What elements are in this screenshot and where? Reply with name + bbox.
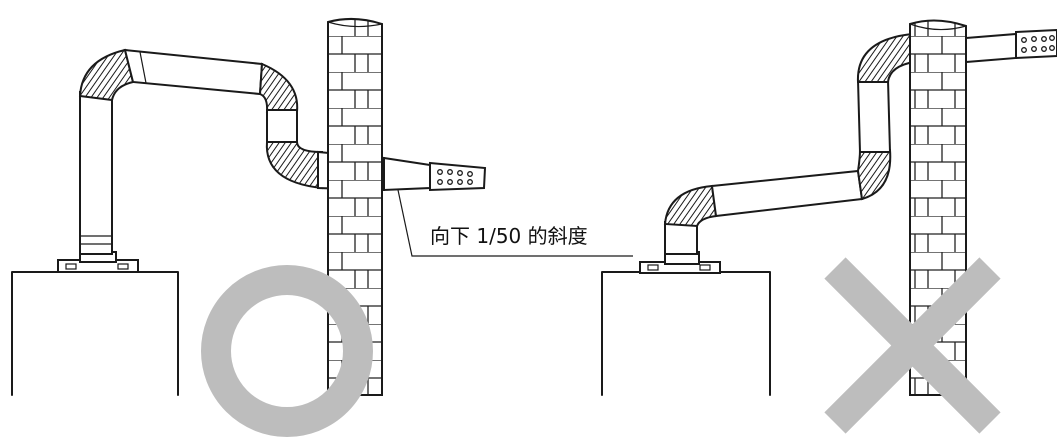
left-horizontal-flue-pipe bbox=[123, 48, 264, 96]
left-down-pipe bbox=[266, 109, 298, 145]
right-flue-terminal bbox=[965, 28, 1057, 64]
left-lower-elbow bbox=[265, 141, 323, 190]
left-flue-terminal bbox=[383, 156, 487, 192]
left-water-heater bbox=[11, 251, 179, 396]
right-water-heater bbox=[601, 251, 771, 396]
slope-label: 向下 1/50 的斜度 bbox=[430, 224, 588, 248]
right-mid-elbow bbox=[856, 149, 892, 201]
cross-mark bbox=[824, 257, 1001, 434]
slope-annotation: 向下 1/50 的斜度 bbox=[397, 189, 633, 257]
left-top-elbow bbox=[78, 48, 135, 102]
left-vertical-flue-pipe bbox=[79, 91, 113, 255]
right-rising-pipe bbox=[856, 79, 892, 153]
right-vertical-flue-pipe bbox=[664, 221, 698, 255]
cross-mark-stroke-2 bbox=[824, 257, 1001, 434]
circle-mark bbox=[201, 265, 373, 437]
right-lower-elbow bbox=[663, 184, 718, 228]
incorrect-installation bbox=[601, 19, 1057, 434]
correct-installation: 向下 1/50 的斜度 bbox=[11, 18, 633, 437]
right-inclined-flue-pipe bbox=[710, 169, 864, 218]
left-right-elbow bbox=[258, 62, 299, 113]
right-top-elbow bbox=[856, 32, 916, 83]
